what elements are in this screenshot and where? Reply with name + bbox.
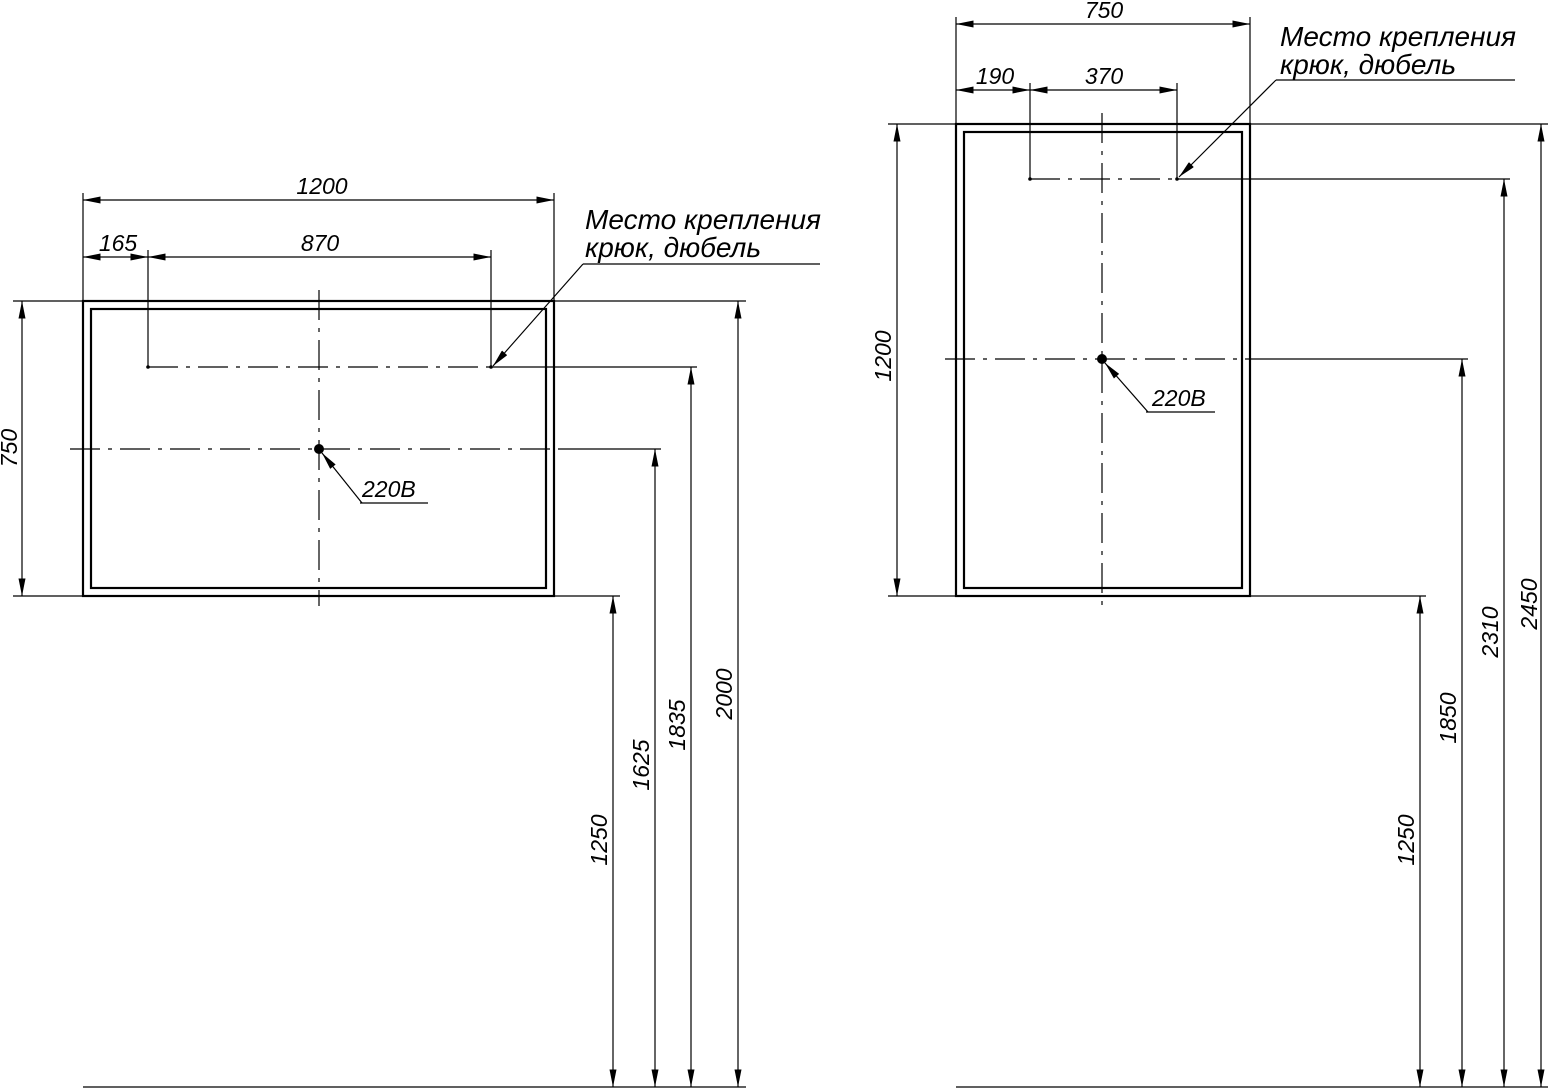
drawing-horizontal: 220В 1200 165 870 750 Место крепления кр… (0, 173, 821, 1088)
socket-point (314, 444, 324, 454)
mount-note-line2: крюк, дюбель (1280, 49, 1456, 80)
mount-note-leader (1178, 79, 1277, 178)
height-label: 1200 (870, 330, 896, 381)
mirror-inner-frame (962, 130, 1244, 590)
floor-to-socket-label: 1850 (1435, 692, 1461, 743)
mount-note-line2: крюк, дюбель (585, 232, 761, 263)
drawing-vertical: 220В 750 190 370 1200 Место крепления кр… (870, 0, 1548, 1088)
floor-to-bottom-label: 1250 (586, 814, 612, 865)
mount-note-line1: Место крепления (585, 204, 821, 235)
mount-note-leader (492, 263, 584, 367)
mirror-outer-frame (954, 122, 1252, 598)
height-label: 750 (0, 429, 22, 468)
mount-spacing-label: 370 (1085, 63, 1124, 89)
floor-to-socket-label: 1625 (628, 739, 654, 790)
width-label: 750 (1085, 0, 1124, 23)
width-label: 1200 (296, 173, 347, 199)
socket-leader (1104, 362, 1149, 413)
mount-note-line1: Место крепления (1280, 21, 1516, 52)
mount-spacing-label: 870 (301, 230, 340, 256)
offset-label: 190 (976, 63, 1015, 89)
floor-to-bottom-label: 1250 (1393, 814, 1419, 865)
socket-point (1097, 354, 1107, 364)
floor-to-top-label: 2450 (1516, 578, 1542, 630)
offset-label: 165 (99, 230, 138, 256)
socket-label: 220В (1151, 385, 1206, 411)
socket-leader (321, 452, 363, 504)
floor-to-mount-label: 2310 (1477, 606, 1503, 658)
floor-to-mount-label: 1835 (664, 699, 690, 750)
floor-to-top-label: 2000 (711, 668, 737, 720)
socket-label: 220В (361, 476, 416, 502)
